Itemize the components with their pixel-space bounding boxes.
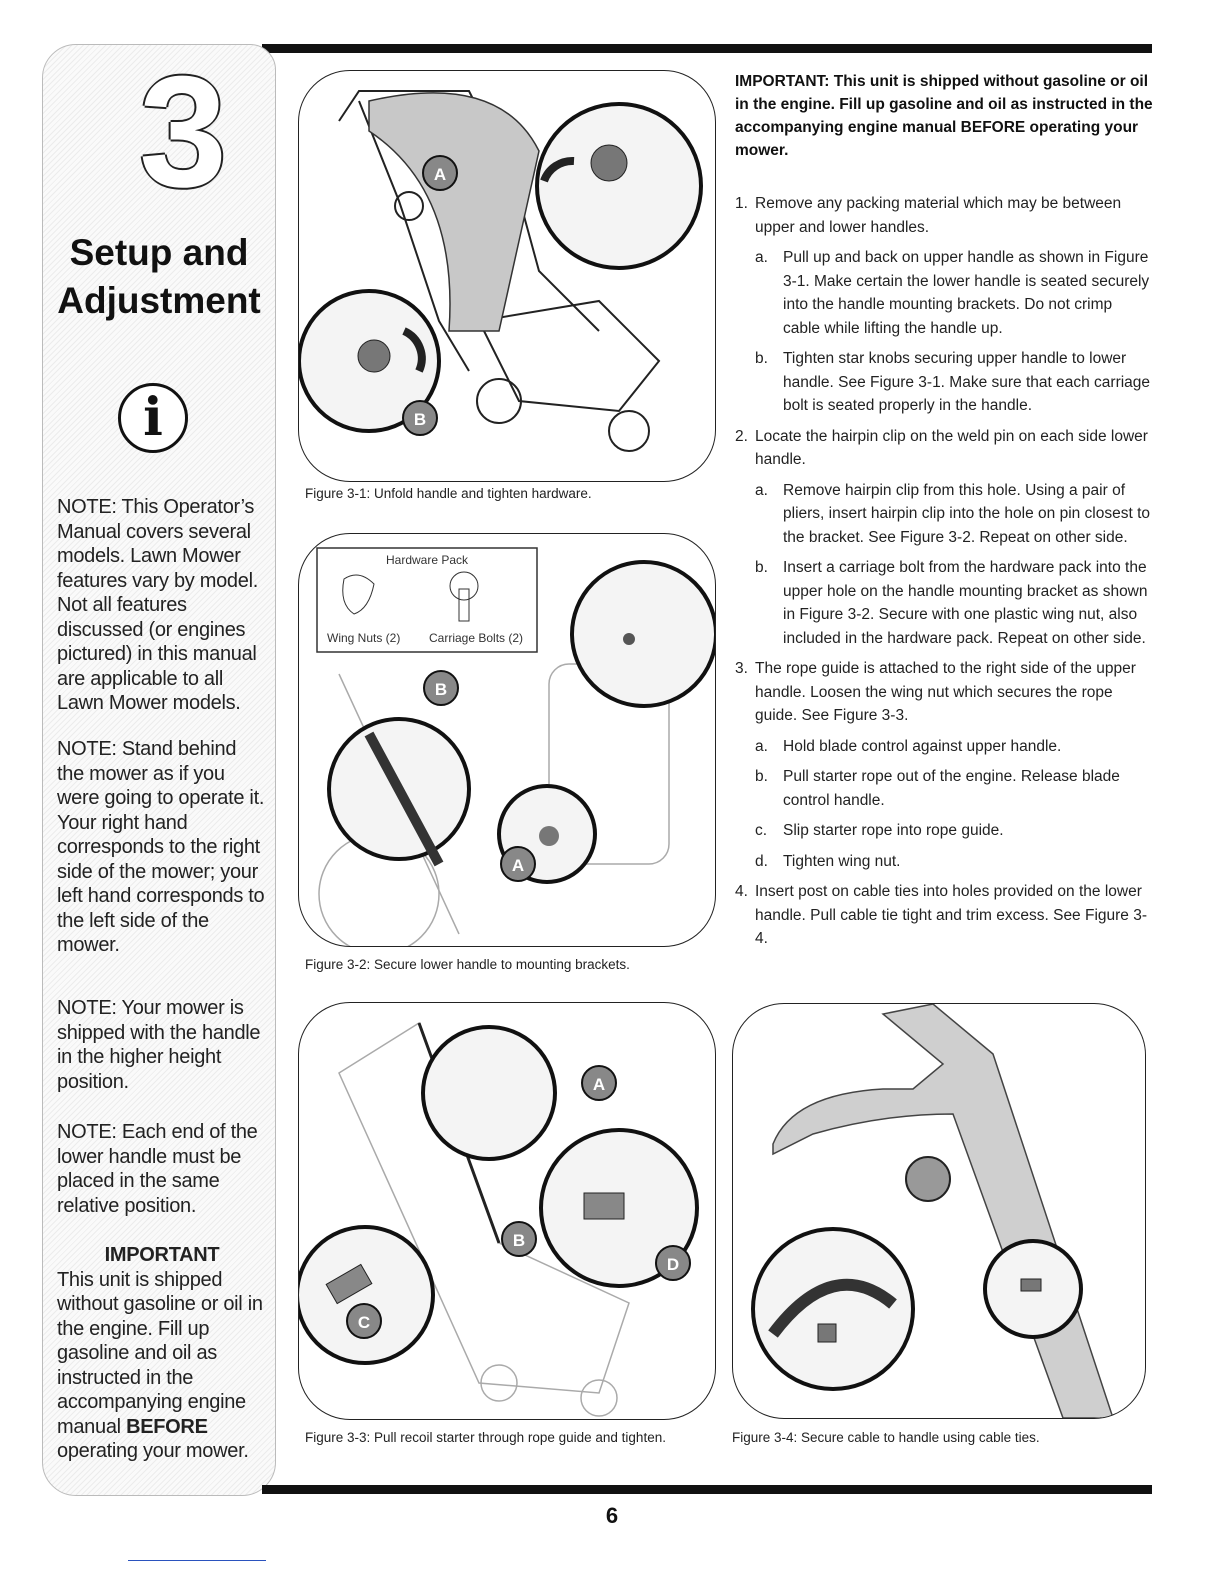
step-1: 1. Remove any packing material which may…	[735, 192, 1153, 418]
step-text: Remove any packing material which may be…	[755, 195, 1122, 236]
figure-3-3-caption: Figure 3-3: Pull recoil starter through …	[305, 1430, 666, 1445]
figure-3-1-illustration: A B	[299, 90, 703, 452]
step-3: 3. The rope guide is attached to the rig…	[735, 657, 1153, 873]
callout-c: C	[358, 1313, 370, 1332]
step-number: 4.	[735, 883, 748, 900]
instruction-steps: 1. Remove any packing material which may…	[735, 192, 1153, 958]
substep-letter: a.	[755, 481, 768, 499]
callout-b: B	[513, 1231, 525, 1250]
note-lower-handle: NOTE: Each end of the lower handle must …	[57, 1121, 258, 1217]
bottom-rule	[262, 1485, 1152, 1494]
figure-3-4	[732, 1003, 1146, 1419]
step-text: Insert post on cable ties into holes pro…	[755, 883, 1148, 947]
substep-letter: a.	[755, 737, 768, 755]
figure-3-4-illustration	[751, 1004, 1114, 1418]
substep-text: Pull starter rope out of the engine. Rel…	[783, 768, 1120, 809]
substep: a. Remove hairpin clip from this hole. Us…	[755, 479, 1153, 550]
substep-text: Hold blade control against upper handle.	[783, 737, 1062, 755]
sidebar-important-text: This unit is shipped without gasoline or…	[57, 1268, 263, 1438]
note-stand-behind: NOTE: Stand behind the mower as if you w…	[57, 738, 265, 956]
figure-3-1: A B	[298, 70, 716, 482]
figure-3-3-illustration: A B C D	[299, 1021, 699, 1417]
substep-text: Tighten wing nut.	[783, 852, 901, 870]
substep: d. Tighten wing nut.	[755, 850, 1153, 874]
note-handle-height: NOTE: Your mower is shipped with the han…	[57, 997, 261, 1093]
substep: b. Tighten star knobs securing upper hand…	[755, 347, 1153, 418]
figure-3-1-caption: Figure 3-1: Unfold handle and tighten ha…	[305, 486, 592, 501]
substep-text: Remove hairpin clip from this hole. Usin…	[783, 481, 1151, 546]
callout-a: A	[434, 165, 446, 184]
substep-letter: c.	[755, 822, 768, 839]
footer-line	[128, 1560, 266, 1561]
callout-d: D	[667, 1255, 679, 1274]
callout-a: A	[512, 856, 524, 875]
substep: c. Slip starter rope into rope guide.	[755, 819, 1153, 843]
top-rule	[262, 44, 1152, 53]
substep-letter: b.	[755, 350, 768, 367]
chapter-title-line2: Adjustment	[57, 280, 261, 321]
step-2: 2. Locate the hairpin clip on the weld p…	[735, 425, 1153, 651]
chapter-title-line1: Setup and	[69, 232, 249, 273]
substep-letter: a.	[755, 249, 768, 266]
step-text: The rope guide is attached to the right …	[755, 660, 1136, 724]
hardware-pack-box	[316, 547, 538, 653]
figure-3-2: Hardware Pack Wing Nuts (2) Carriage Bol…	[298, 533, 716, 947]
carriage-bolts-label: Carriage Bolts (2)	[429, 631, 523, 645]
substep-letter: d.	[755, 852, 768, 870]
substep: b. Insert a carriage bolt from the hardwa…	[755, 556, 1153, 650]
callout-b: B	[435, 680, 447, 699]
substep: a. Pull up and back on upper handle as sh…	[755, 246, 1153, 340]
page-number: 6	[605, 1503, 619, 1528]
substep: b. Pull starter rope out of the engine. R…	[755, 765, 1153, 812]
figure-3-2-caption: Figure 3-2: Secure lower handle to mount…	[305, 957, 630, 972]
substep-text: Tighten star knobs securing upper handle…	[783, 350, 1151, 414]
sidebar-important-before: BEFORE	[126, 1415, 208, 1438]
figure-3-2-illustration: Hardware Pack Wing Nuts (2) Carriage Bol…	[316, 547, 715, 946]
important-notice: IMPORTANT: This unit is shipped without …	[735, 73, 1153, 159]
figure-3-3: A B C D	[298, 1002, 716, 1420]
figure-3-4-caption: Figure 3-4: Secure cable to handle using…	[732, 1430, 1040, 1445]
step-text: Locate the hairpin clip on the weld pin …	[755, 427, 1148, 469]
substep: a. Hold blade control against upper handl…	[755, 735, 1153, 759]
step-number: 1.	[735, 195, 748, 212]
sidebar-important: IMPORTANT This unit is shipped without g…	[57, 1243, 267, 1464]
step-number: 2.	[735, 427, 748, 445]
substep-letter: b.	[755, 768, 768, 785]
substep-text: Slip starter rope into rope guide.	[783, 822, 1004, 839]
sidebar-important-heading: IMPORTANT	[104, 1244, 220, 1266]
step-number: 3.	[735, 660, 748, 677]
chapter-title: Setup and Adjustment	[43, 229, 275, 325]
chapter-number: 3	[139, 44, 227, 220]
callout-b: B	[414, 410, 426, 429]
hardware-pack-title: Hardware Pack	[386, 553, 469, 567]
step-4: 4. Insert post on cable ties into holes …	[735, 880, 1153, 951]
callout-a: A	[593, 1075, 605, 1094]
substep-text: Insert a carriage bolt from the hardware…	[783, 559, 1148, 647]
info-icon: i	[118, 383, 188, 453]
chapter-sidebar: 3 Setup and Adjustment i NOTE: This Oper…	[42, 44, 276, 1496]
substep-letter: b.	[755, 559, 768, 576]
wing-nuts-label: Wing Nuts (2)	[327, 631, 400, 645]
sidebar-important-text-end: operating your mower.	[57, 1440, 249, 1462]
note-models: NOTE: This Operator’s Manual covers seve…	[57, 496, 258, 714]
substep-text: Pull up and back on upper handle as show…	[783, 249, 1150, 337]
